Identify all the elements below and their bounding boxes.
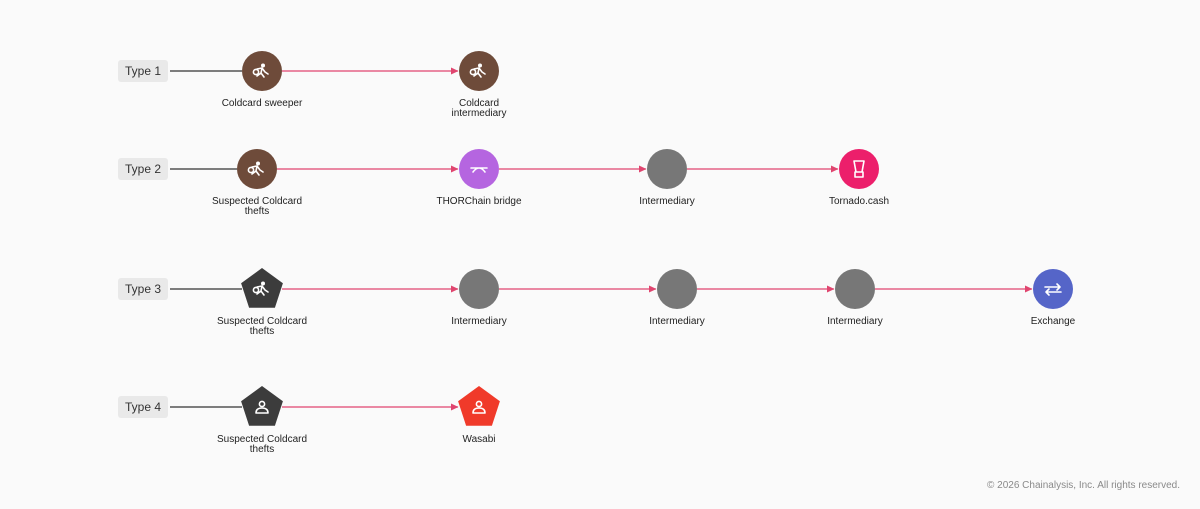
node-label-line: Suspected Coldcard — [216, 316, 308, 327]
node-label-line: Intermediary — [451, 316, 507, 327]
node-label-line: Exchange — [1030, 316, 1076, 327]
thief-body — [251, 165, 264, 176]
node-label-line: Coldcard — [458, 98, 500, 109]
node-label-line: Suspected Coldcard — [211, 196, 303, 207]
node-circle — [459, 269, 499, 309]
thief-head — [261, 63, 265, 68]
flow-node — [241, 268, 283, 308]
thief-head — [256, 161, 260, 166]
thief-body — [256, 285, 269, 296]
node-label: Tornado.cash — [794, 196, 924, 208]
row-type-label: Type 2 — [118, 158, 169, 180]
person-icon — [472, 400, 486, 414]
thief-running-icon — [469, 63, 486, 78]
thief-body — [256, 67, 269, 78]
node-label-line: thefts — [244, 206, 270, 217]
blender-icon — [853, 160, 865, 178]
flow-node — [839, 149, 879, 189]
node-label: Intermediary — [612, 316, 742, 328]
flow-node — [237, 149, 277, 189]
thief-bag — [469, 68, 477, 76]
node-circle — [835, 269, 875, 309]
person-body — [472, 407, 486, 414]
thief-body — [473, 67, 486, 78]
node-label-line: Intermediary — [827, 316, 883, 327]
node-label-line: Wasabi — [462, 434, 496, 445]
person-head — [475, 400, 483, 408]
copyright-footer: © 2026 Chainalysis, Inc. All rights rese… — [986, 480, 1180, 491]
person-head — [258, 400, 266, 408]
node-circle — [839, 149, 879, 189]
thief-head — [261, 281, 265, 286]
blender-shape — [853, 160, 865, 178]
flow-node — [835, 269, 875, 309]
node-label-line: Intermediary — [639, 196, 695, 207]
node-circle — [459, 149, 499, 189]
thief-bag — [252, 68, 260, 76]
node-label-line: Intermediary — [649, 316, 705, 327]
thief-head — [478, 63, 482, 68]
flow-node — [242, 51, 282, 91]
node-label: Wasabi — [414, 434, 544, 446]
node-label-line: THORChain bridge — [436, 196, 522, 207]
node-label: Exchange — [988, 316, 1118, 328]
person-body — [255, 407, 269, 414]
node-label-line: intermediary — [451, 108, 507, 119]
node-circle — [657, 269, 697, 309]
row-type-label: Type 4 — [118, 396, 169, 418]
exchange-arrows-icon — [1044, 283, 1062, 296]
node-label-line: thefts — [249, 326, 275, 337]
node-label: THORChain bridge — [414, 196, 544, 208]
flow-node — [459, 51, 499, 91]
flow-node — [459, 149, 499, 189]
flow-node — [1033, 269, 1073, 309]
node-label-line: Tornado.cash — [828, 196, 890, 207]
node-label-line: thefts — [249, 444, 275, 455]
flow-node — [241, 386, 283, 426]
bridge-icon — [470, 167, 488, 173]
node-label: Intermediary — [414, 316, 544, 328]
thief-running-icon — [247, 161, 264, 176]
node-label: Coldcard sweeper — [197, 98, 327, 110]
thief-running-icon — [252, 63, 269, 78]
flow-node — [657, 269, 697, 309]
thief-bag — [252, 286, 260, 294]
flow-node — [459, 269, 499, 309]
row-type-label: Type 1 — [118, 60, 169, 82]
bridge-shape — [470, 167, 488, 173]
node-label: Intermediary — [602, 196, 732, 208]
flow-node — [647, 149, 687, 189]
person-icon — [255, 400, 269, 414]
node-label-line: Coldcard sweeper — [221, 98, 303, 109]
thief-bag — [247, 166, 255, 174]
node-circle — [1033, 269, 1073, 309]
row-type-label: Type 3 — [118, 278, 169, 300]
thief-running-icon — [252, 281, 269, 296]
exchange-arrows-shape — [1044, 283, 1062, 296]
node-label: Intermediary — [790, 316, 920, 328]
node-circle — [647, 149, 687, 189]
flow-node — [458, 386, 500, 426]
node-label-line: Suspected Coldcard — [216, 434, 308, 445]
